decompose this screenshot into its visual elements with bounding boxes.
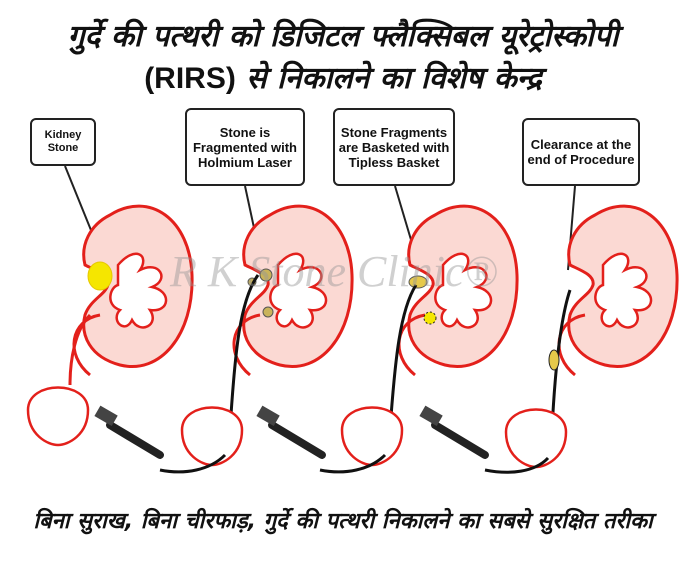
callout-kidney-stone: Kidney Stone — [30, 118, 96, 166]
ureteral-sheath — [548, 349, 560, 371]
ureteroscope-icon — [94, 406, 160, 455]
panel-clearance — [419, 185, 679, 474]
callout-basketing: Stone Fragments are Basketed with Tiples… — [333, 108, 455, 186]
ureteroscope-cable — [484, 456, 550, 474]
tipless-basket — [423, 311, 437, 325]
ureteroscope-wire — [550, 289, 572, 431]
panel-basketing — [256, 185, 519, 474]
callout-clearance: Clearance at the end of Procedure — [522, 118, 640, 186]
title-line-1: गुर्दे की पत्थरी को डिजिटल फ्लैक्सिबल यू… — [67, 19, 619, 54]
title-line-2-text: से निकालने का विशेष केन्द्र — [235, 61, 542, 96]
stone-fragment — [259, 268, 273, 282]
ureteroscope-wire — [388, 284, 418, 431]
rirs-abbr: (RIRS) — [144, 62, 236, 95]
ureteroscope-cable — [319, 453, 387, 474]
stone-icon — [87, 261, 113, 291]
callout-laser-fragmentation: Stone is Fragmented with Holmium Laser — [185, 108, 305, 186]
panel-kidney-stone — [26, 165, 194, 447]
ureteroscope-icon — [256, 406, 322, 455]
stone-fragment — [262, 306, 274, 318]
ureter — [68, 313, 92, 386]
ureteroscope-wire — [228, 274, 260, 431]
title-line-2: (RIRS) से निकालने का विशेष केन्द्र — [0, 56, 686, 97]
watermark: R K Stone Clinic® — [170, 247, 498, 296]
footer-tagline: बिना सुराख, बिना चीरफाड़, गुर्दे की पत्थ… — [33, 509, 653, 534]
bladder-icon — [504, 408, 568, 469]
ureteroscope-cable — [159, 453, 227, 474]
bladder-icon — [340, 406, 404, 467]
basketed-stone — [408, 275, 428, 289]
bladder-icon — [26, 386, 90, 447]
kidney-icon — [557, 204, 679, 377]
ureteroscope-icon — [419, 406, 485, 455]
bladder-icon — [180, 406, 244, 467]
panel-laser-fragmentation — [94, 185, 354, 474]
